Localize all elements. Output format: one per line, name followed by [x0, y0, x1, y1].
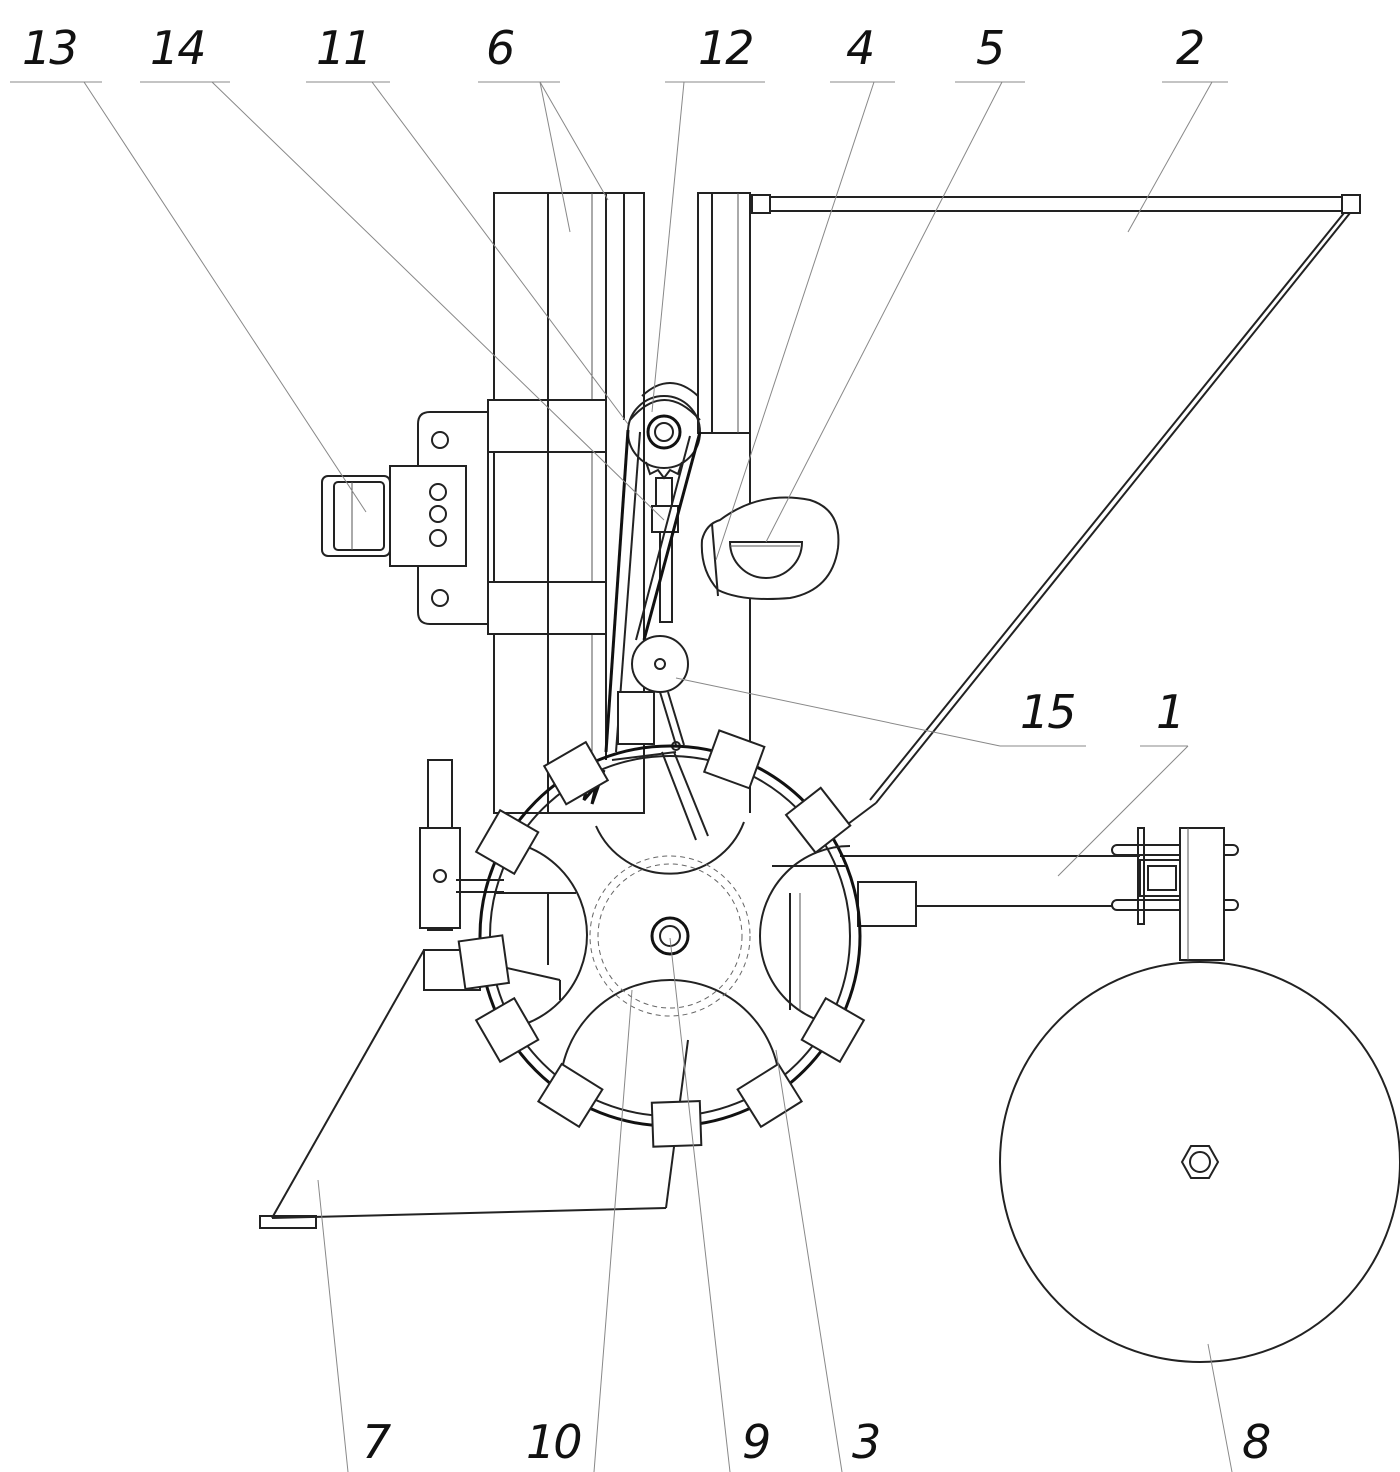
- planting-wheel: [478, 744, 862, 1128]
- part-labels: 13 14 11 6 12 4 5 2 15 1 7 10 9 3 8: [22, 21, 1272, 1469]
- label-8: 8: [1242, 1415, 1270, 1469]
- label-2: 2: [1176, 21, 1203, 75]
- label-15: 15: [1020, 685, 1075, 739]
- upper-sprocket: [627, 382, 701, 480]
- motor: [321, 475, 391, 557]
- hopper: [751, 194, 1361, 831]
- label-9: 9: [742, 1415, 769, 1469]
- mounting-plate: [389, 411, 489, 625]
- label-3: 3: [852, 1415, 879, 1469]
- wheel-cups: [457, 729, 866, 1148]
- label-4: 4: [846, 21, 873, 75]
- label-10: 10: [526, 1415, 581, 1469]
- horizontal-beam: [840, 827, 1239, 961]
- support-wheel: [999, 961, 1400, 1363]
- label-1: 1: [1156, 685, 1183, 739]
- label-11: 11: [316, 21, 371, 75]
- label-13: 13: [22, 21, 77, 75]
- idler-pulley: [617, 635, 689, 751]
- label-5: 5: [976, 21, 1003, 75]
- vertical-frame: [493, 192, 751, 814]
- label-12: 12: [698, 21, 753, 75]
- drive-chain: [604, 399, 702, 753]
- frame-clamps: [487, 399, 607, 635]
- leader-lines: [10, 81, 1233, 1472]
- seed-cup: [700, 496, 840, 600]
- label-6: 6: [486, 21, 514, 75]
- coulter: [259, 759, 689, 1229]
- label-7: 7: [362, 1415, 391, 1469]
- label-14: 14: [150, 21, 205, 75]
